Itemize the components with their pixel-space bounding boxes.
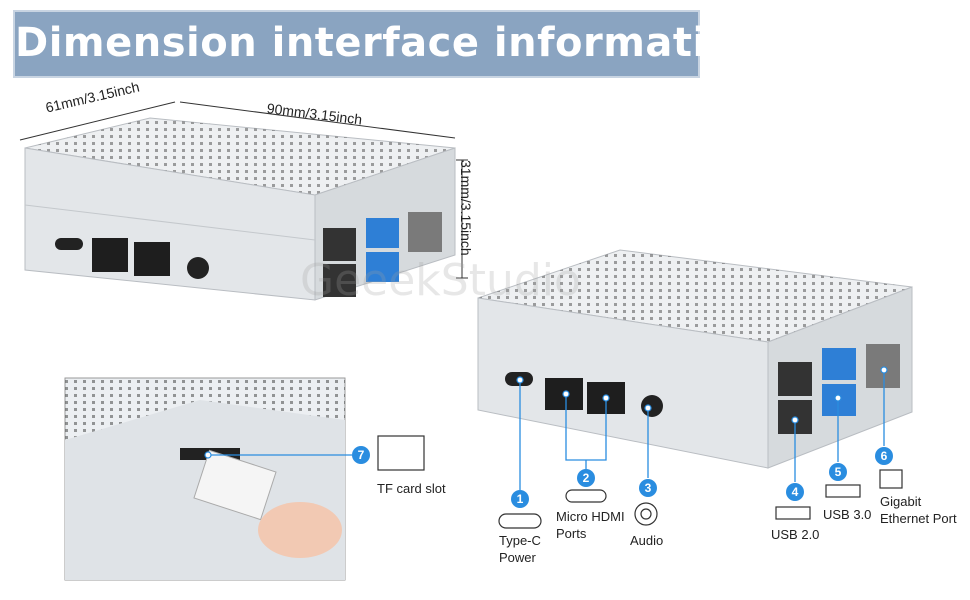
tf-card-icon [377, 435, 425, 471]
badge-micro-hdmi: 2 [577, 469, 595, 487]
usb2-icon [775, 506, 811, 520]
badge-usb3: 5 [829, 463, 847, 481]
label-tf-card: TF card slot [377, 481, 446, 496]
type-c-icon [498, 513, 542, 529]
label-usb3: USB 3.0 [823, 507, 872, 522]
title-banner: Dimension interface information [13, 10, 764, 78]
badge-type-c: 1 [511, 490, 529, 508]
case-front-view [24, 117, 456, 301]
tf-card-inset-photo [64, 377, 346, 581]
port-icons [377, 435, 903, 529]
micro-hdmi-icon [565, 489, 607, 503]
dimension-lines [19, 101, 468, 279]
watermark: GeeekStudio [300, 255, 581, 306]
label-audio: Audio [630, 533, 664, 548]
label-usb2: USB 2.0 [771, 527, 820, 542]
badge-audio: 3 [639, 479, 657, 497]
leader-lines [208, 370, 885, 490]
dimension-height: 31mm/3.15inch [458, 160, 474, 256]
badge-ethernet: 6 [875, 447, 893, 465]
badge-usb2: 4 [786, 483, 804, 501]
ethernet-icon [879, 469, 903, 489]
usb3-icon [825, 484, 861, 498]
badge-tf-card: 7 [352, 446, 370, 464]
banner-title: Dimension interface information [15, 20, 764, 66]
